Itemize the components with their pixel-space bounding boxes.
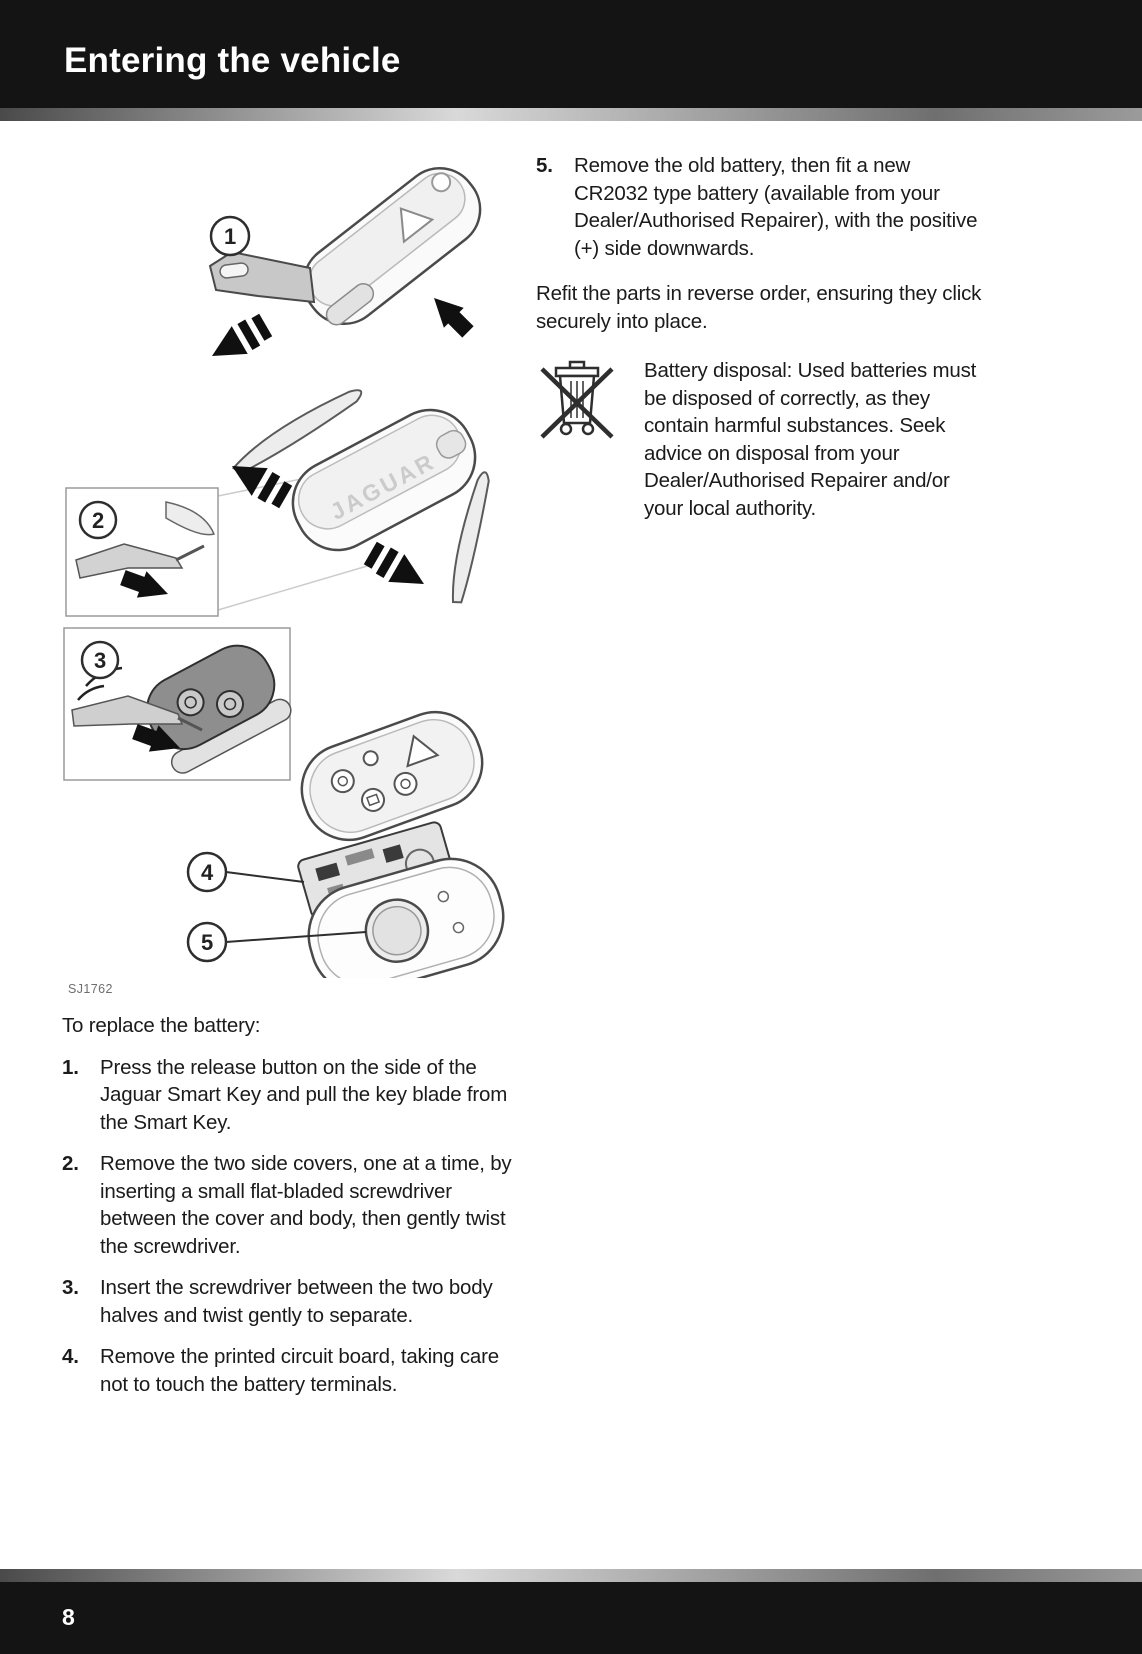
svg-text:4: 4 bbox=[201, 860, 214, 885]
header-divider bbox=[0, 108, 1142, 121]
svg-text:1: 1 bbox=[224, 224, 236, 249]
release-button bbox=[325, 283, 375, 326]
left-column: 1 JAGUAR bbox=[62, 148, 527, 1412]
screwdriver bbox=[75, 543, 184, 579]
screwdriver bbox=[71, 695, 184, 727]
diagram-step4-5-exploded: 4 5 bbox=[186, 710, 505, 978]
key-battery-diagram: 1 JAGUAR bbox=[63, 167, 505, 978]
hazard-triangle-icon bbox=[399, 207, 435, 244]
page-header: Entering the vehicle bbox=[0, 0, 1142, 108]
step-item-5: 5. Remove the old battery, then fit a ne… bbox=[536, 152, 1008, 262]
diagram-step3-inset: 3 bbox=[63, 627, 292, 781]
pull-blade-arrow-icon bbox=[204, 311, 274, 370]
callout-4: 4 bbox=[186, 851, 305, 893]
step-number: 1. bbox=[62, 1055, 79, 1079]
callout-1: 1 bbox=[209, 215, 251, 257]
figure-code: SJ1762 bbox=[68, 982, 113, 996]
right-column: 5. Remove the old battery, then fit a ne… bbox=[536, 152, 1008, 522]
page-footer: 8 bbox=[0, 1582, 1142, 1654]
svg-text:3: 3 bbox=[94, 648, 106, 673]
step-item-4: 4. Remove the printed circuit board, tak… bbox=[62, 1343, 527, 1398]
step-item-1: 1. Press the release button on the side … bbox=[62, 1054, 527, 1137]
callout-2: 2 bbox=[78, 500, 118, 540]
key-button-panel bbox=[300, 710, 484, 842]
step-number: 2. bbox=[62, 1152, 79, 1175]
press-release-arrow-icon bbox=[424, 288, 478, 342]
remove-cover-arrow-icon bbox=[362, 539, 432, 598]
side-cover-lower bbox=[451, 471, 490, 604]
callout-5: 5 bbox=[186, 921, 367, 963]
diagram-step2-side-covers: JAGUAR bbox=[217, 389, 490, 611]
step-item-3: 3. Insert the screwdriver between the tw… bbox=[62, 1274, 527, 1329]
step-text: Remove the printed circuit board, taking… bbox=[100, 1345, 499, 1396]
hazard-triangle-icon bbox=[406, 734, 440, 768]
svg-text:2: 2 bbox=[92, 508, 104, 533]
side-cover-upper bbox=[231, 389, 363, 475]
weee-bin-icon bbox=[536, 357, 618, 522]
callout-3: 3 bbox=[80, 640, 120, 680]
figure-key-diagram: 1 JAGUAR bbox=[62, 148, 527, 996]
page-number: 8 bbox=[62, 1604, 75, 1631]
page-title: Entering the vehicle bbox=[64, 41, 401, 81]
step-number: 4. bbox=[62, 1345, 79, 1368]
footer-divider bbox=[0, 1569, 1142, 1582]
step-number: 3. bbox=[62, 1276, 79, 1299]
refit-paragraph: Refit the parts in reverse order, ensuri… bbox=[536, 282, 982, 333]
battery-replace-intro: To replace the battery: bbox=[62, 1014, 261, 1037]
step-text: Insert the screwdriver between the two b… bbox=[100, 1276, 493, 1327]
step-item-2: 2. Remove the two side covers, one at a … bbox=[62, 1150, 527, 1260]
step-text: Remove the old battery, then fit a new C… bbox=[574, 154, 978, 260]
diagram-step2-inset: 2 bbox=[65, 487, 219, 617]
step-text: Remove the two side covers, one at a tim… bbox=[100, 1152, 512, 1258]
step-text: Press the release button on the side of … bbox=[100, 1055, 508, 1134]
disposal-text: Battery disposal: Used batteries must be… bbox=[644, 359, 977, 520]
battery-replace-steps: 1. Press the release button on the side … bbox=[62, 1054, 527, 1399]
smart-key-body: JAGUAR bbox=[291, 408, 477, 552]
svg-text:5: 5 bbox=[201, 930, 213, 955]
step-number: 5. bbox=[536, 154, 553, 177]
diagram-step1-key-blade: 1 bbox=[204, 167, 482, 370]
battery-disposal-note: Battery disposal: Used batteries must be… bbox=[536, 357, 1008, 522]
key-lower-shell bbox=[307, 857, 505, 978]
